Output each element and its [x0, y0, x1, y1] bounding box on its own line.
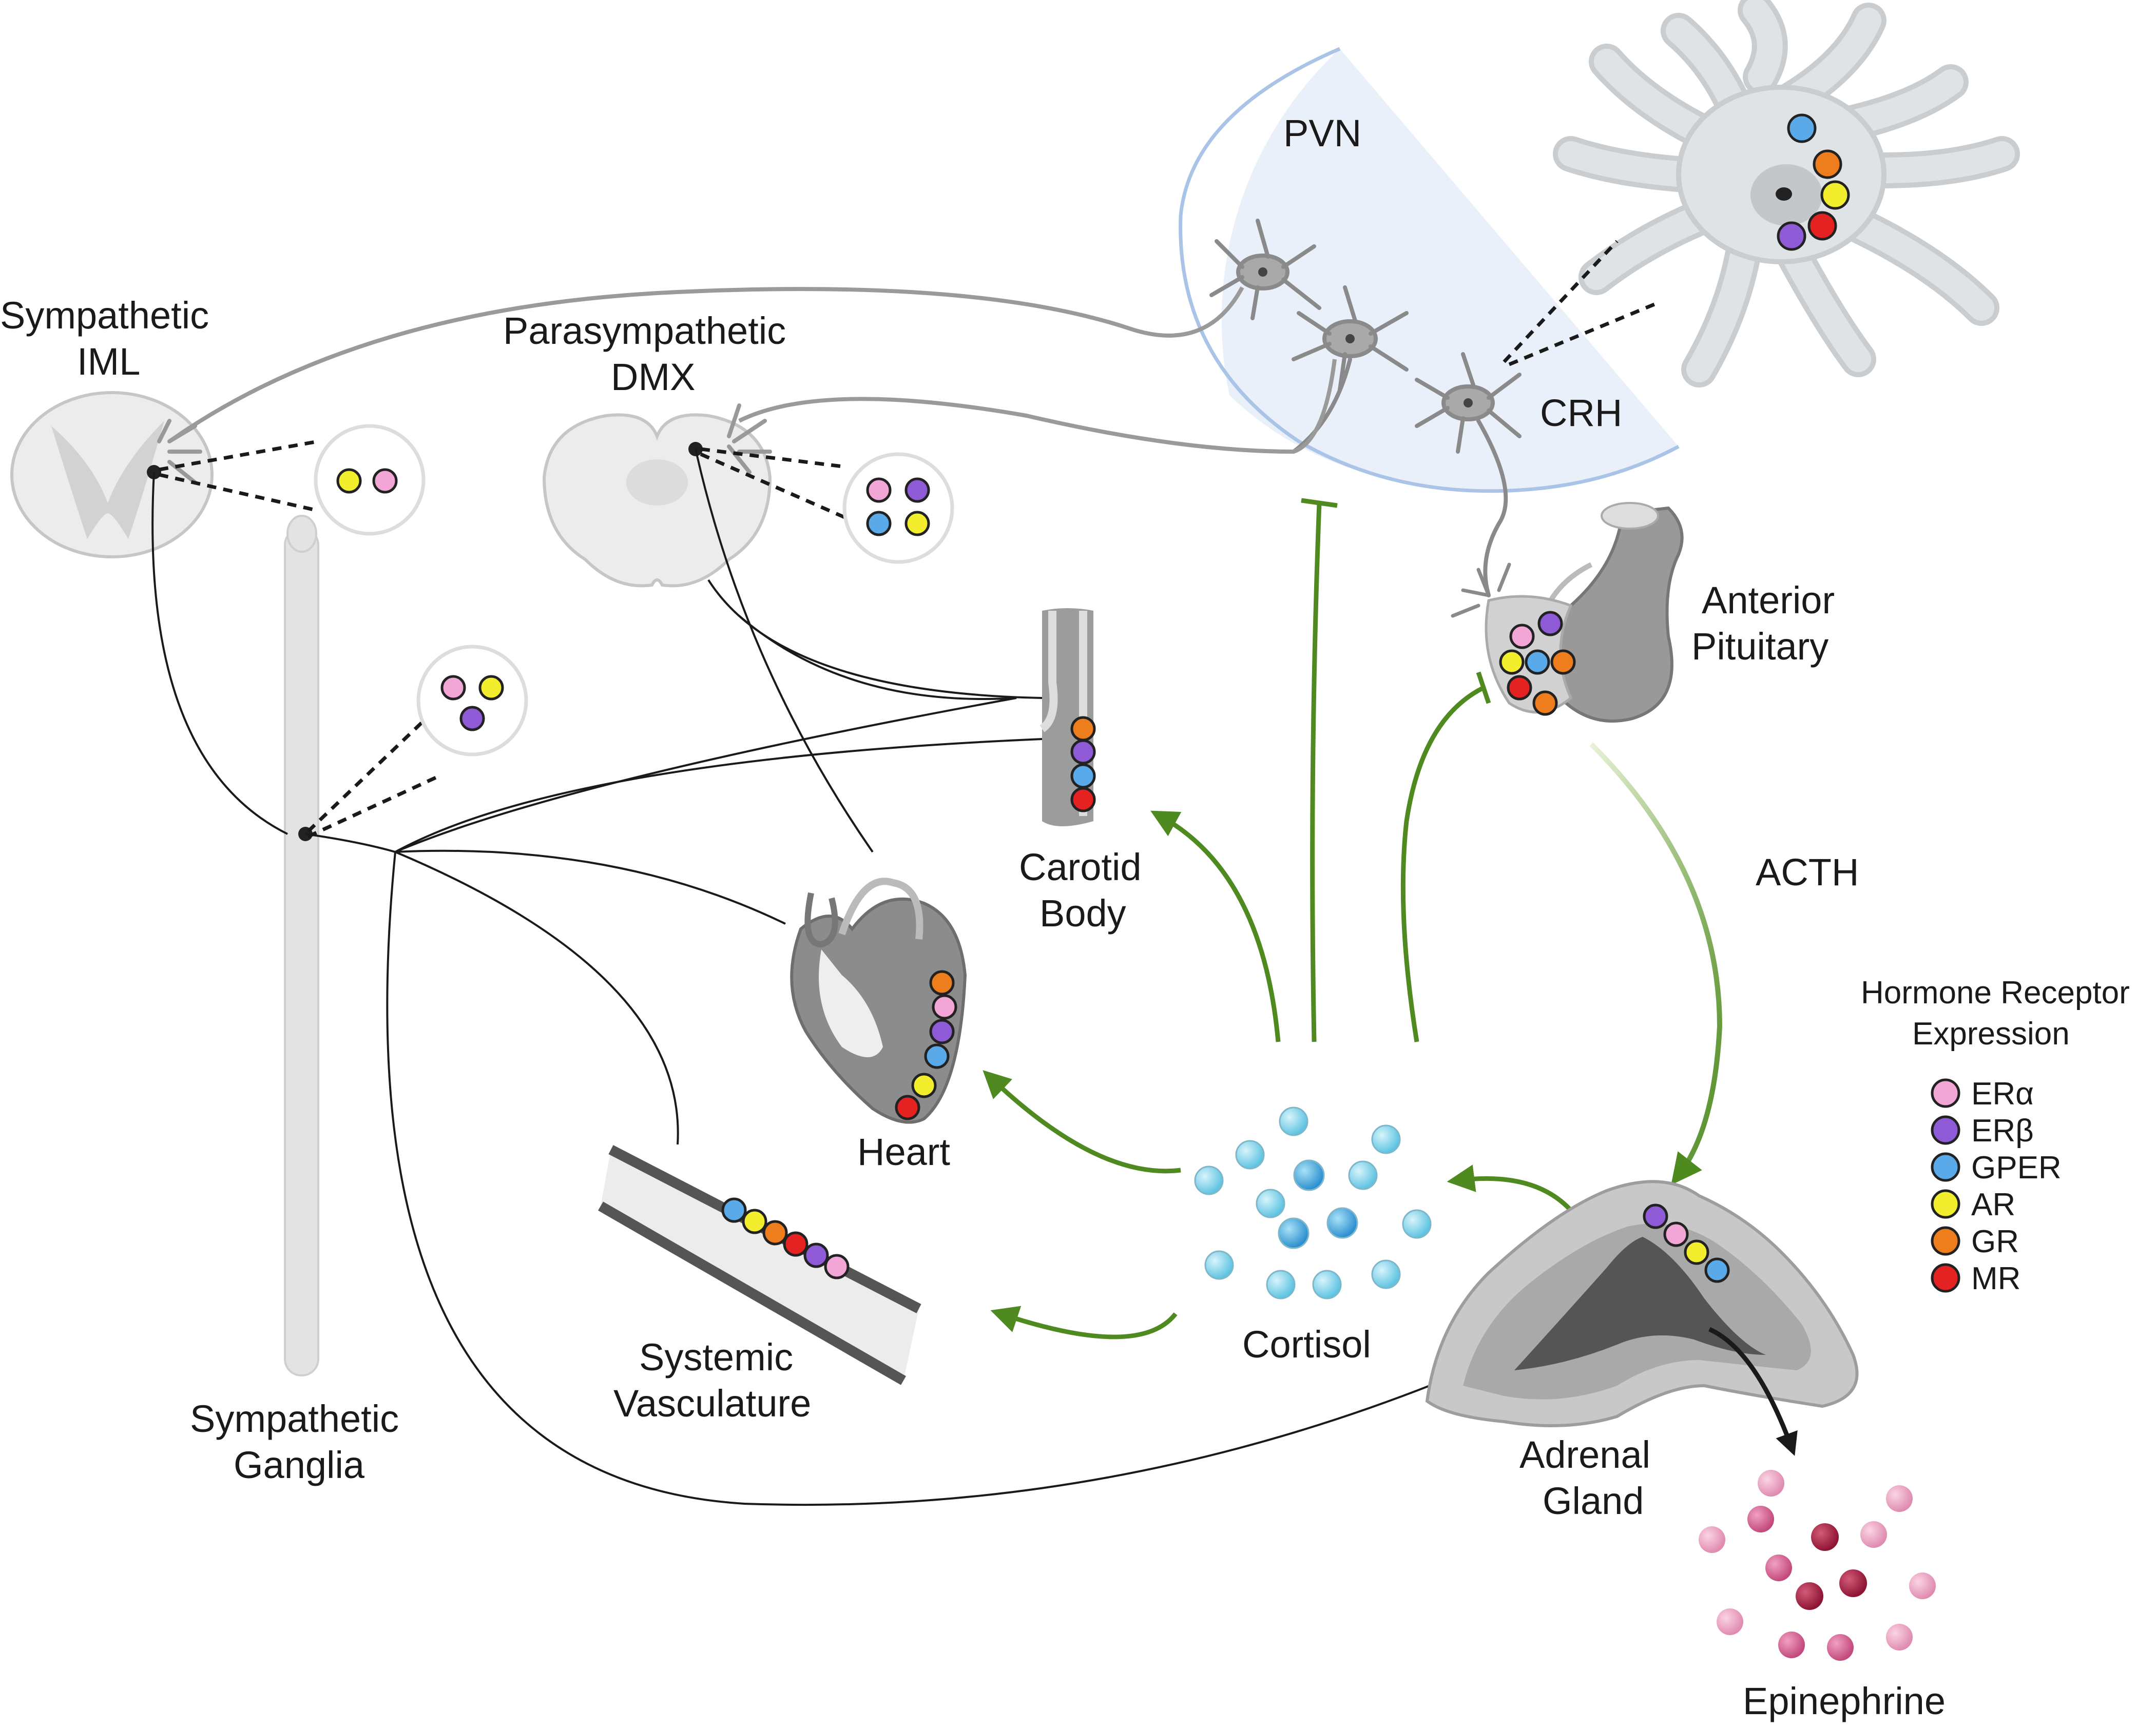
adrenal-label-2: Gland	[1543, 1480, 1644, 1522]
epinephrine-cluster	[1699, 1470, 1936, 1661]
heart-label: Heart	[857, 1131, 950, 1173]
epinephrine-label: Epinephrine	[1743, 1680, 1946, 1722]
heart: Heart	[790, 878, 967, 1173]
carotid-label-1: Carotid	[1019, 846, 1142, 888]
carotid-label-2: Body	[1040, 892, 1126, 935]
dmx-zoom	[700, 447, 954, 564]
cortisol-label: Cortisol	[1242, 1323, 1371, 1366]
pvn-neuron-2	[1292, 285, 1409, 392]
vasculature-receptor-dots	[721, 1197, 850, 1279]
cortisol-cluster	[1194, 1106, 1432, 1299]
crh-label: CRH	[1540, 392, 1622, 434]
sympathetic-ganglia-chain: Sympathetic Ganglia	[190, 515, 399, 1486]
parasympathetic-label-1: Parasympathetic	[503, 309, 786, 352]
pvn-neuron-1	[1209, 219, 1321, 320]
legend-swatch-era	[1931, 1078, 1960, 1108]
legend-label-gr: GR	[1971, 1224, 2019, 1259]
legend-label-erb: ERβ	[1971, 1113, 2034, 1149]
legend-title-1: Hormone Receptor	[1861, 975, 2130, 1011]
nerve-fibers	[151, 449, 1592, 1506]
legend-title-2: Expression	[1912, 1016, 2070, 1052]
neuron-receptor-dots	[1777, 113, 1850, 251]
carotid-body: Carotid Body	[1019, 608, 1142, 935]
anterior-pituitary-label-2: Pituitary	[1691, 625, 1828, 668]
sympathetic-iml-label-1: Sympathetic	[0, 294, 209, 337]
sympathetic-iml: Sympathetic IML	[0, 294, 214, 558]
neuron-zoom-lines	[1503, 240, 1659, 366]
pvn-label: PVN	[1283, 112, 1361, 154]
vasculature-label-1: Systemic	[639, 1336, 793, 1378]
legend-label-gper: GPER	[1971, 1150, 2062, 1186]
anterior-pituitary-label-1: Anterior	[1702, 579, 1835, 622]
legend-swatch-mr	[1931, 1263, 1960, 1293]
cortisol-arrows	[983, 498, 1578, 1339]
legend-swatch-ar	[1931, 1189, 1960, 1219]
acth-arrow	[1589, 742, 1723, 1185]
anterior-pituitary: Anterior Pituitary	[1451, 502, 1835, 723]
heart-receptor-dots	[895, 970, 957, 1120]
legend-swatch-gper	[1931, 1152, 1960, 1182]
neuron-closeup	[1553, 0, 2020, 387]
adrenal-receptor-dots	[1643, 1203, 1730, 1283]
sympathetic-ganglia-label-2: Ganglia	[234, 1444, 365, 1486]
pvn-neurons	[1209, 219, 1522, 597]
adrenal-gland: Adrenal Gland	[1425, 1180, 1859, 1522]
carotid-receptor-dots	[1070, 716, 1096, 812]
pvn-region: PVN CRH	[1179, 47, 1680, 493]
sympathetic-ganglia-label-1: Sympathetic	[190, 1397, 399, 1440]
parasympathetic-dmx: Parasympathetic DMX	[503, 309, 786, 588]
iml-zoom	[159, 424, 426, 536]
pituitary-receptor-dots	[1499, 611, 1576, 716]
pvn-projections	[168, 286, 1337, 454]
vasculature-label-2: Vasculature	[613, 1382, 811, 1425]
sympathetic-iml-label-2: IML	[77, 340, 140, 383]
systemic-vasculature: Systemic Vasculature	[598, 1145, 921, 1425]
legend-label-mr: MR	[1971, 1261, 2020, 1296]
legend-swatch-gr	[1931, 1226, 1960, 1256]
legend-label-era: ERα	[1971, 1076, 2034, 1112]
legend-label-ar: AR	[1971, 1187, 2015, 1222]
pvn-neuron-3	[1415, 352, 1522, 454]
receptor-legend: Hormone Receptor Expression ERαERβGPERAR…	[1861, 975, 2130, 1296]
pvn-sector	[1221, 49, 1679, 491]
legend-swatch-erb	[1931, 1115, 1960, 1145]
parasympathetic-label-2: DMX	[611, 356, 695, 398]
adrenal-label-1: Adrenal	[1519, 1433, 1650, 1476]
ganglia-zoom	[306, 645, 528, 839]
pvn-arc	[1179, 47, 1680, 493]
acth-label: ACTH	[1756, 851, 1859, 894]
